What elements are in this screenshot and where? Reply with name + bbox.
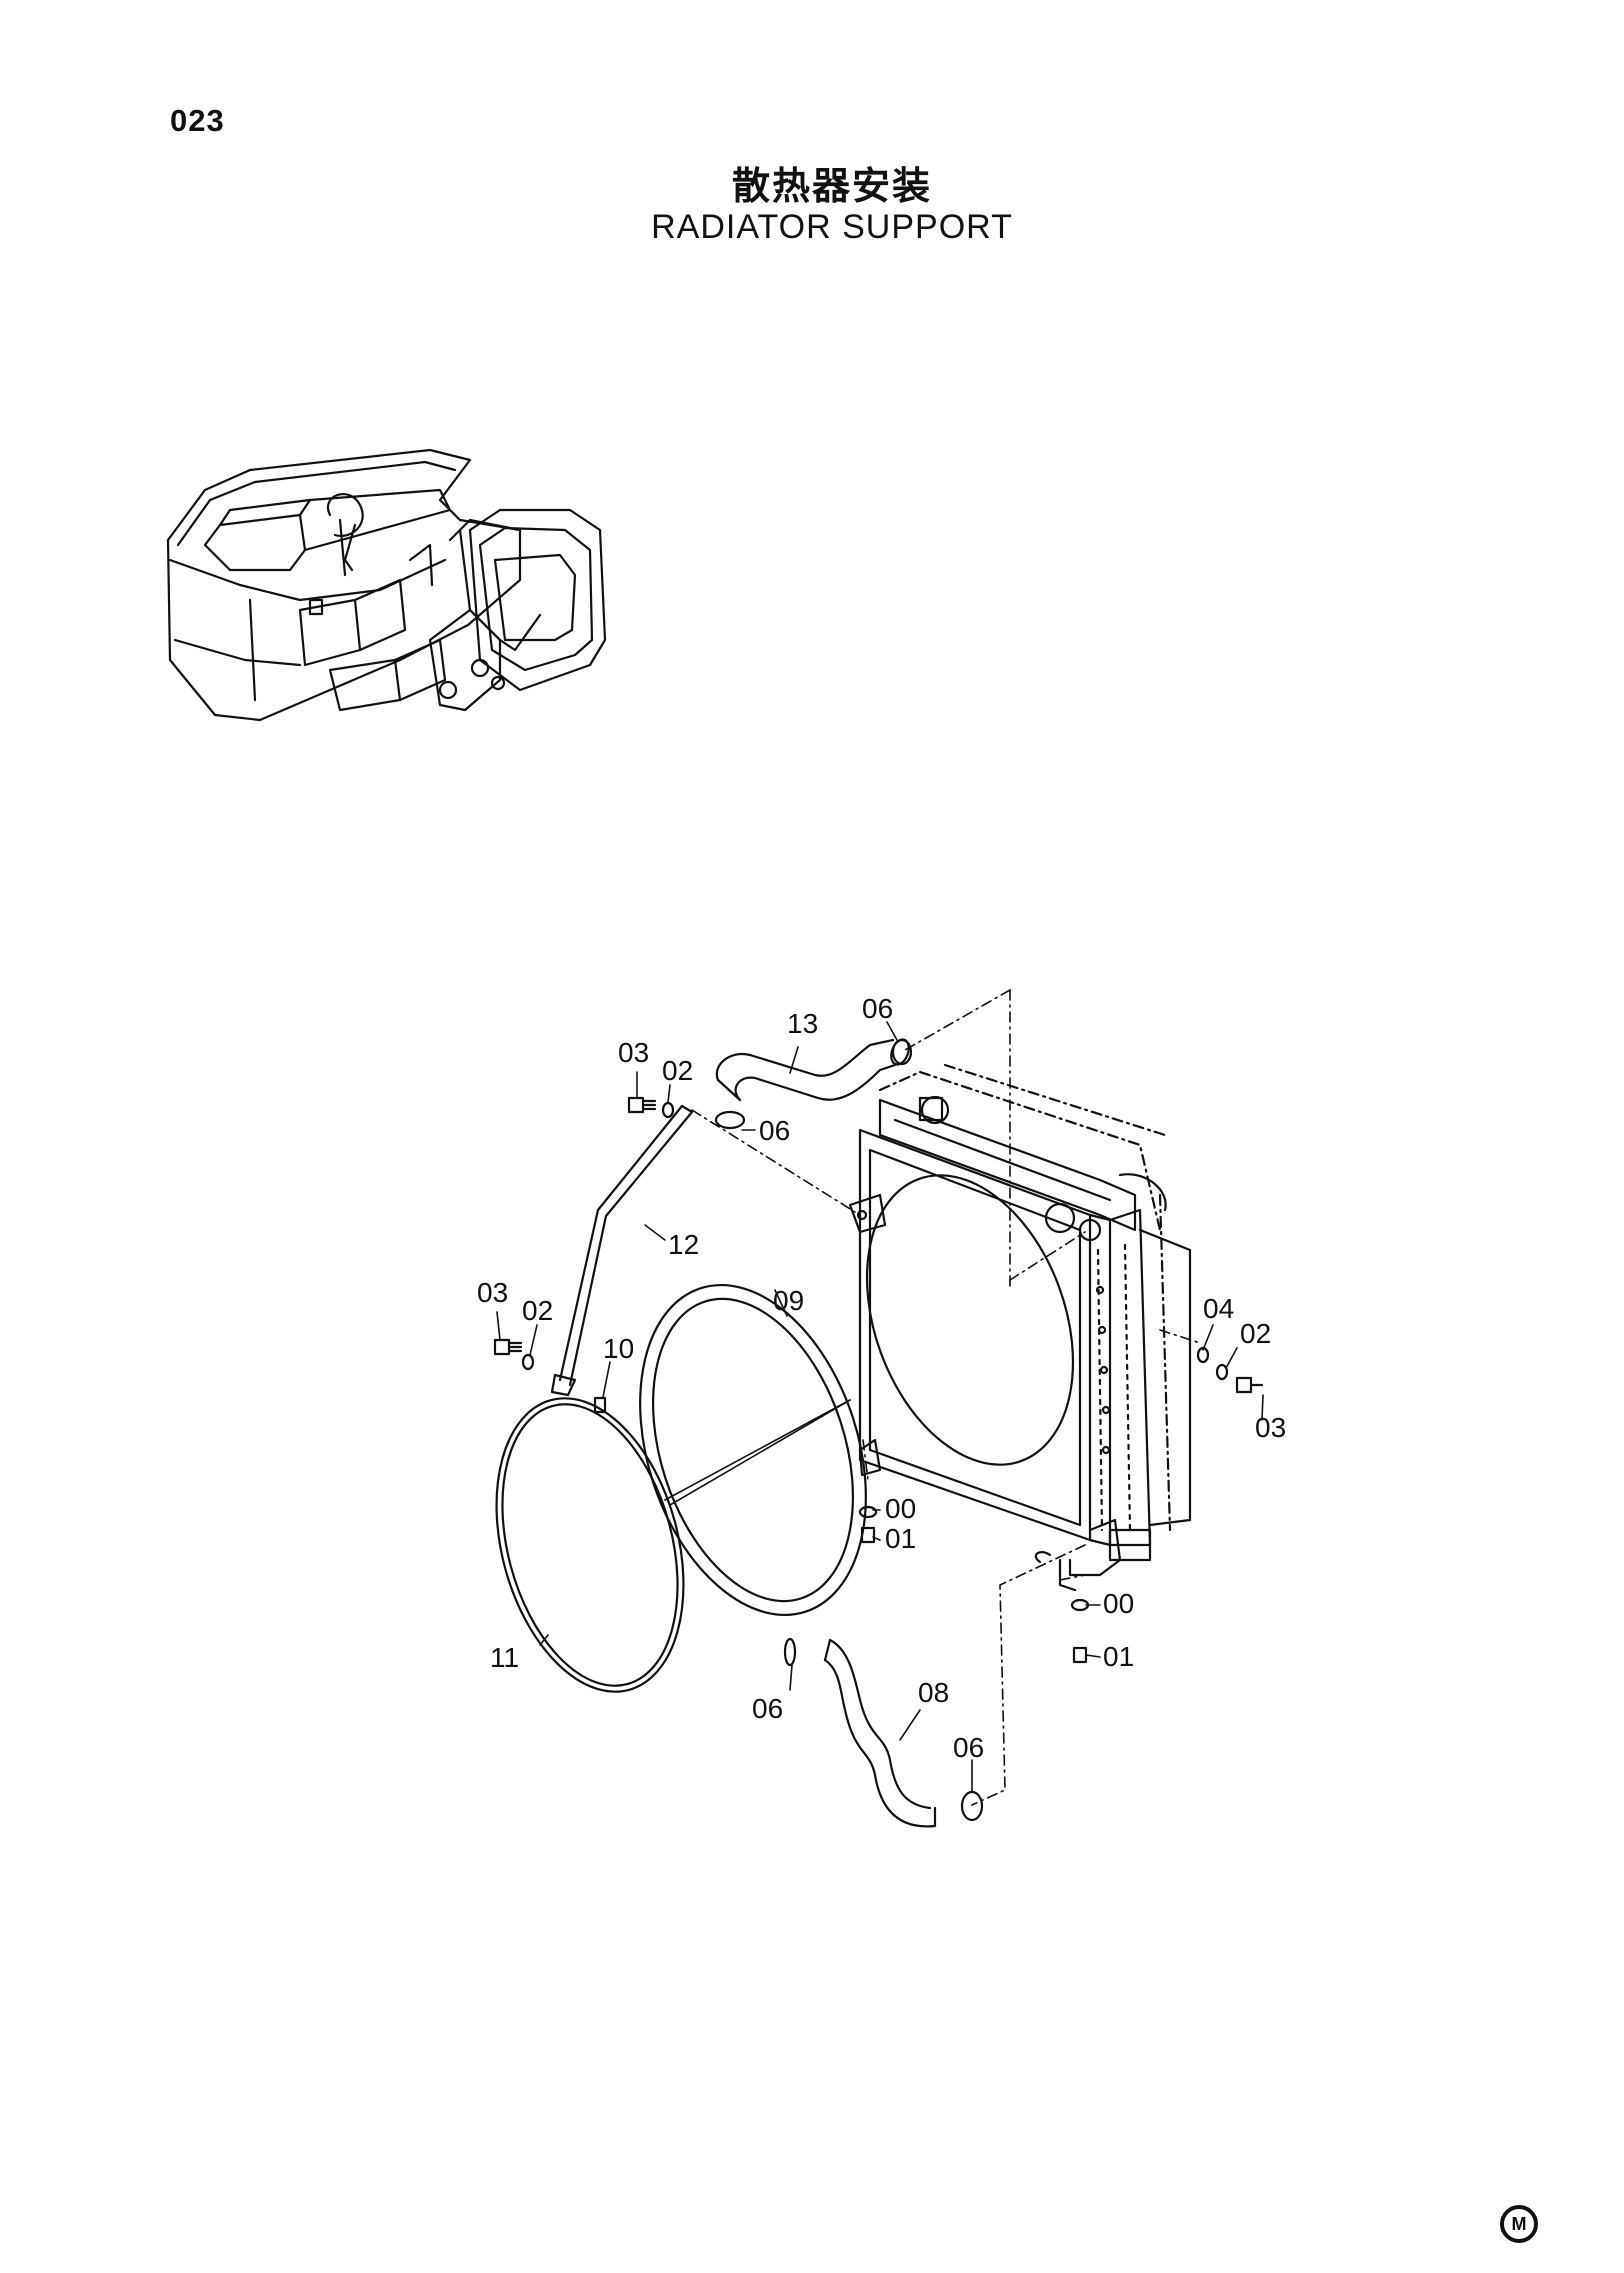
bolt-a (860, 1526, 876, 1544)
bolt-washer-right (1196, 1346, 1264, 1394)
fan-guard (495, 1397, 851, 1693)
hose-clamp-top (891, 1038, 913, 1066)
callout-01-a: 01 (885, 1523, 916, 1554)
callout-06-mid: 06 (759, 1115, 790, 1146)
callout-labels: 13 06 03 02 06 12 03 02 10 09 04 02 03 0… (477, 993, 1286, 1763)
callout-04: 04 (1203, 1293, 1234, 1324)
callout-08: 08 (918, 1677, 949, 1708)
manufacturer-mark: M (1500, 2205, 1538, 2243)
clip (593, 1396, 607, 1414)
bolt-washer-left (493, 1338, 535, 1371)
leader-lines (691, 989, 1201, 1806)
title-chinese: 散热器安装 (731, 164, 932, 208)
hose-clamp-mid (714, 1110, 746, 1130)
callout-06-top: 06 (862, 993, 893, 1024)
washer-a (858, 1505, 878, 1519)
callout-01-b: 01 (1103, 1641, 1134, 1672)
callout-03-left: 03 (477, 1277, 508, 1308)
title-english: RADIATOR SUPPORT (651, 208, 1013, 246)
callout-00-a: 00 (885, 1493, 916, 1524)
callout-06-bottom: 06 (953, 1732, 984, 1763)
machine-overview-illustration (166, 448, 607, 722)
page-number: 023 (170, 103, 225, 138)
bolt-b (1072, 1646, 1088, 1664)
callout-02-right: 02 (1240, 1318, 1271, 1349)
lower-hose (783, 1637, 984, 1828)
callout-02-left: 02 (522, 1295, 553, 1326)
callout-00-b: 00 (1103, 1588, 1134, 1619)
callout-03-top: 03 (618, 1037, 649, 1068)
callout-leaders (496, 1021, 1264, 1793)
callout-13: 13 (787, 1008, 818, 1039)
callout-06-low: 06 (752, 1693, 783, 1724)
upper-hose (715, 1038, 910, 1102)
callout-12: 12 (668, 1229, 699, 1260)
callout-03-right: 03 (1255, 1412, 1286, 1443)
bolt-washer-top (627, 1096, 675, 1119)
callout-02-top: 02 (662, 1055, 693, 1086)
callout-09: 09 (773, 1285, 804, 1316)
stay-rod (550, 1104, 694, 1397)
callout-10: 10 (603, 1333, 634, 1364)
callout-11: 11 (490, 1642, 519, 1673)
